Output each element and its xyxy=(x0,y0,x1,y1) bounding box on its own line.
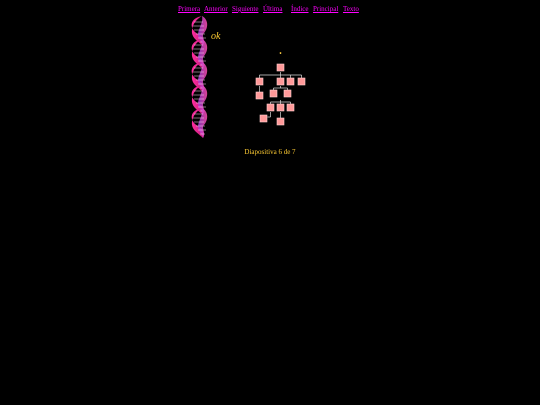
slide-counter: Diapositiva 6 de 7 xyxy=(244,148,296,156)
nav-index-link[interactable]: Índice xyxy=(291,5,309,13)
nav-text-link[interactable]: Texto xyxy=(343,5,359,13)
nav-main-link[interactable]: Principal xyxy=(313,5,339,13)
hierarchy-diagram-icon xyxy=(255,52,306,126)
nav-next-link[interactable]: Siguiente xyxy=(232,5,259,13)
nav-previous-link[interactable]: Anterior xyxy=(204,5,228,13)
ok-label: ok xyxy=(211,31,221,42)
slide-navigation: Primera Anterior Siguiente Última Índice… xyxy=(0,3,540,15)
spiral-decoration-icon xyxy=(191,16,208,139)
nav-last-link[interactable]: Última xyxy=(263,5,283,13)
nav-first-link[interactable]: Primera xyxy=(178,5,201,13)
